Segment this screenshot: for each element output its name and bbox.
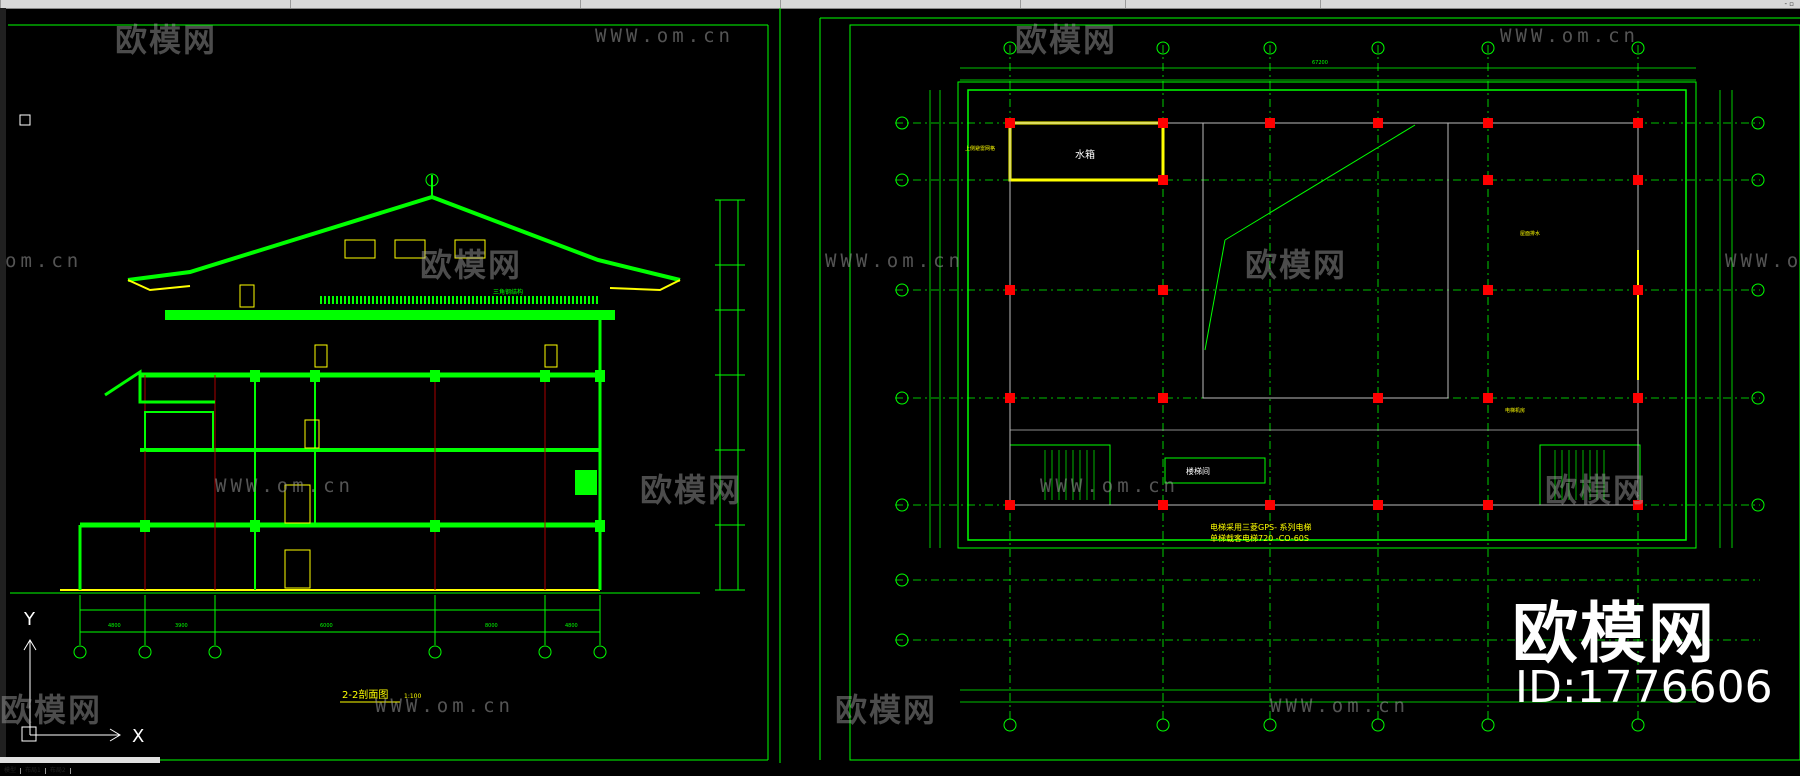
section-title: 2-2剖面图: [342, 688, 388, 701]
roof-eave-left: [127, 279, 191, 292]
toolbar-tab[interactable]: [580, 0, 781, 8]
attic-door: [239, 284, 255, 308]
watermark-url: WWW.om.cn: [215, 475, 354, 497]
toolbar-tab[interactable]: [1125, 0, 1321, 8]
watermark-logo: 欧模网: [115, 21, 218, 59]
plan-dim-lines: [929, 67, 1733, 703]
door: [284, 484, 311, 524]
watermark-url: WWW.om.cn: [1270, 695, 1409, 717]
diagonal-line: [1224, 124, 1416, 241]
side-window: [144, 411, 214, 451]
axis-bubbles-side: [895, 116, 1765, 647]
watermark-url: om.cn: [5, 250, 83, 272]
plan-note-right: 屋面排水: [1520, 230, 1540, 237]
elevator-note-2: 单梯载客电梯720 -CO-60S: [1210, 533, 1309, 543]
toolbar-tab[interactable]: [780, 0, 1021, 8]
plan-note-3: 电梯机房: [1505, 407, 1525, 414]
toolbar-tab[interactable]: [1020, 0, 1126, 8]
section-scale: 1:100: [404, 693, 421, 700]
toolbar-tab[interactable]: [0, 0, 291, 8]
door: [284, 549, 311, 589]
watermark-url: WWW.om.cn: [595, 25, 734, 47]
watermark-url: WWW.om.cn: [375, 695, 514, 717]
grid-lines-horizontal: [895, 122, 1760, 641]
ucs-x-label: X: [132, 726, 144, 747]
right-frame: [849, 24, 1800, 761]
section-note: 三角钢结构: [493, 288, 523, 296]
roof-finial-knob: [425, 173, 439, 187]
window: [314, 344, 328, 368]
watermark-url: WWW.om.cn: [825, 250, 964, 272]
roof-outline: [127, 194, 681, 282]
watermark-brand-large: 欧模网: [1512, 595, 1716, 672]
stair-room: [1164, 457, 1266, 484]
watermark-logo: 欧模网: [640, 471, 743, 509]
dim-label: 6000: [320, 623, 333, 629]
plan-outer-wall: [967, 89, 1687, 541]
watermark-logo: 欧模网: [1245, 246, 1348, 284]
tab-model[interactable]: 模型: [0, 768, 22, 774]
attic-window: [344, 239, 376, 259]
watermark-logo: 欧模网: [1015, 21, 1118, 59]
dim-label: 8000: [485, 623, 498, 629]
water-tank-label: 水箱: [1075, 148, 1095, 161]
watermark-logo: 欧模网: [835, 691, 938, 729]
roof-eave-right: [609, 279, 681, 292]
toolbar-tab[interactable]: [290, 0, 581, 8]
toolbar-tab[interactable]: [1320, 0, 1581, 8]
stair-treads-left: [1044, 450, 1095, 500]
dim-label: 4800: [565, 623, 578, 629]
window-buttons[interactable]: - ▫: [1784, 0, 1795, 8]
attic-window: [394, 239, 426, 259]
plan-note-left: 上侧避雷网格: [965, 145, 995, 152]
attic-beam: [165, 310, 615, 320]
attic-window: [454, 239, 486, 259]
side-roof: [104, 369, 215, 404]
elevator-note-1: 电梯采用三菱GPS- 系列电梯: [1210, 522, 1312, 532]
watermark-logo: 欧模网: [420, 246, 523, 284]
top-toolbar: - ▫: [0, 0, 1800, 9]
stair-treads-right: [1554, 450, 1605, 500]
watermark-logo: 欧模网: [0, 691, 103, 729]
dim-label: 4800: [108, 623, 121, 629]
watermark-logo: 欧模网: [1545, 471, 1648, 509]
axis-bubbles-top: [1003, 41, 1645, 732]
plan-outline: [957, 81, 1697, 549]
window: [304, 419, 320, 449]
left-edge-bar: [0, 8, 6, 763]
stair-room-label: 楼梯间: [1186, 466, 1210, 476]
plan-columns: [1005, 118, 1643, 510]
window: [544, 344, 558, 368]
ucs-icon: [21, 639, 121, 742]
tab-layout-1[interactable]: 布局1: [21, 768, 46, 774]
dim-label: 3900: [175, 623, 188, 629]
watermark-url: WWW.om.cn: [1500, 25, 1639, 47]
tab-layout-2[interactable]: 布局2: [46, 768, 71, 774]
watermark-id: ID:1776606: [1515, 662, 1773, 713]
elevation-dims: [715, 199, 745, 591]
viewport-marker-icon: [19, 114, 31, 126]
floor-plan: 水箱 楼梯间: [895, 41, 1765, 732]
axis-markers: [73, 595, 607, 659]
slab-columns: [140, 370, 605, 532]
ucs-y-label: Y: [23, 609, 36, 630]
section-drawing: 2-2剖面图 1:100 三角钢结构 4800 3900 6000 8000 4…: [10, 173, 745, 703]
plan-dim-total: 67200: [1312, 60, 1328, 66]
watermark-url: WWW.om.cn: [1725, 250, 1800, 272]
watermark-url: WWW.om.cn: [1040, 475, 1179, 497]
